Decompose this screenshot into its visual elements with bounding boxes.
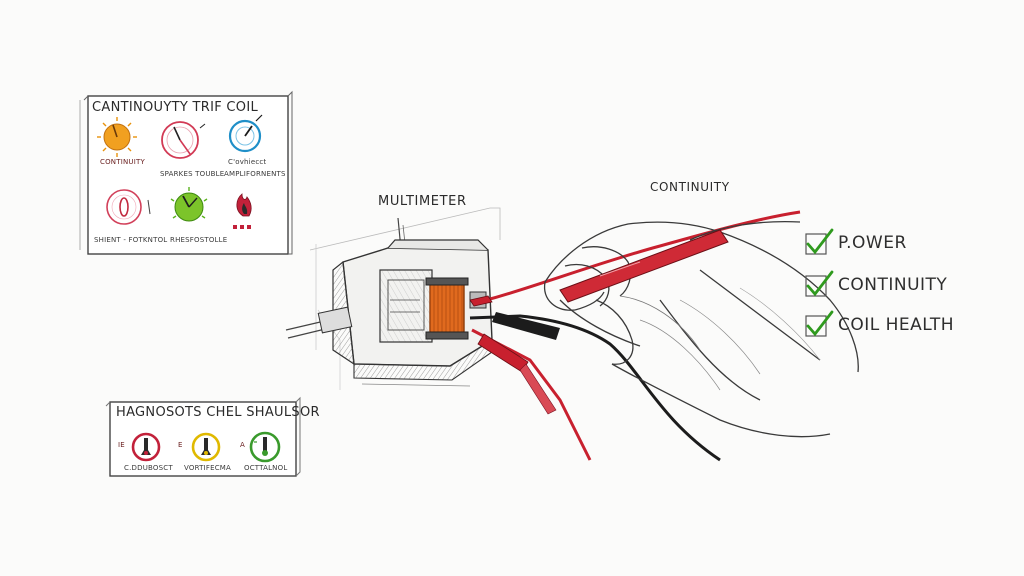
- diagnostics-card-title: HAGNOSOTS CHEL SHAULSOR: [116, 405, 320, 420]
- icon-caption-4: SHIENT - FOTKNTOL: [94, 236, 168, 244]
- checklist-power: P.OWER: [838, 233, 907, 253]
- diag-prefix-1: IE: [118, 441, 125, 449]
- second-red-probe: [471, 328, 592, 461]
- check-box-continuity: [805, 270, 834, 297]
- resistance-icon: [106, 189, 151, 225]
- check-box-power: [805, 228, 834, 255]
- thermometer-yellow-icon: [191, 432, 221, 462]
- continuity-card-frame: [79, 90, 293, 255]
- diag-caption-3: OCTTALNOL: [244, 464, 288, 472]
- icon-caption-3: C'ovhiecct: [228, 158, 267, 166]
- icon-caption-2: SPARKES TOUBLE: [160, 170, 225, 178]
- icon-side-mark: AMPLIFORNENTS: [224, 170, 286, 178]
- checklist-coil-health: COIL HEALTH: [838, 315, 955, 335]
- dial-gauge-icon: [161, 121, 206, 159]
- probe-handle: [559, 229, 729, 303]
- continuity-label: CONTINUITY: [650, 180, 730, 194]
- checklist-continuity: CONTINUITY: [838, 275, 948, 295]
- thermometer-red-icon: [131, 432, 161, 462]
- diag-caption-1: C.DDUBOSCT: [124, 464, 173, 472]
- diag-prefix-2: E: [178, 441, 183, 449]
- thermometer-green-icon: [249, 431, 281, 463]
- sun-gauge-icon: [97, 117, 137, 157]
- icon-caption-1: CONTINUITY: [100, 158, 145, 166]
- fire-icon: [233, 193, 252, 229]
- black-probe-lead: [469, 312, 721, 462]
- icon-caption-5: RHESFOSTOLLE: [170, 236, 228, 244]
- relay-sketch: [285, 207, 501, 390]
- multimeter-label: MULTIMETER: [378, 194, 467, 209]
- meter-gauge-icon: [228, 114, 263, 153]
- check-box-coil-health: [805, 310, 834, 337]
- red-probe-lead: [469, 210, 801, 307]
- continuity-card-title: CANTINOUYTY TRIF COIL: [92, 100, 259, 115]
- diag-prefix-3: A: [240, 441, 245, 449]
- diag-caption-2: VORTIFECMA: [184, 464, 232, 472]
- spark-gauge-icon: [170, 187, 208, 222]
